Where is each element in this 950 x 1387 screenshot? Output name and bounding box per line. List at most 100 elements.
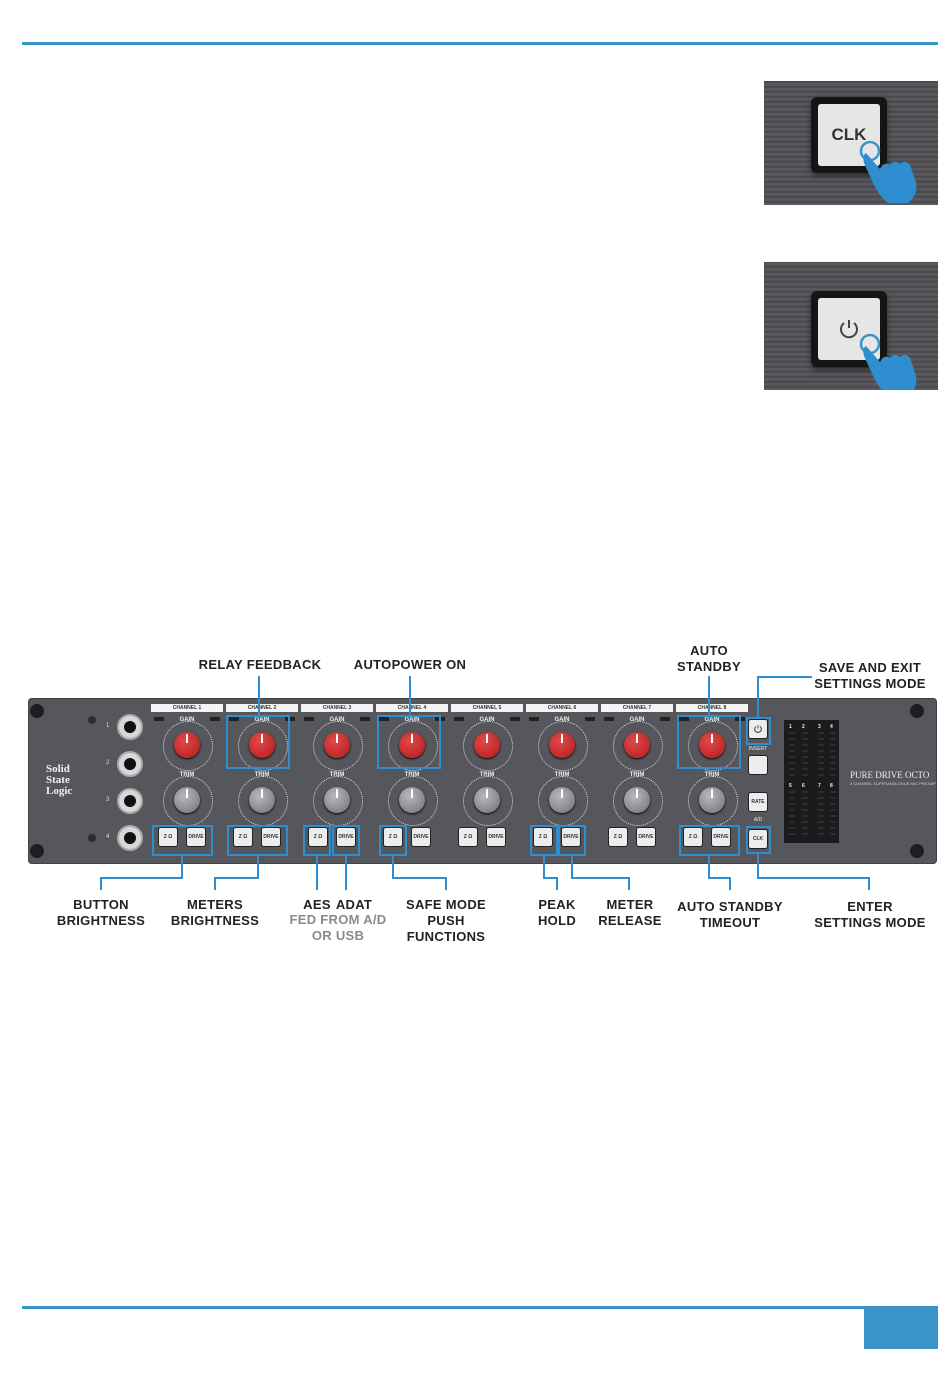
channel-label: CHANNEL 8 bbox=[676, 704, 748, 712]
jack-number: 1 bbox=[106, 723, 110, 729]
meter-segment bbox=[830, 791, 836, 793]
gain-knob[interactable] bbox=[174, 732, 200, 758]
power-button-photo bbox=[764, 262, 938, 390]
power-button-bezel bbox=[811, 291, 887, 367]
trim-knob[interactable] bbox=[549, 787, 575, 813]
channel-led bbox=[360, 717, 370, 721]
meter-segment bbox=[802, 809, 808, 811]
trim-knob[interactable] bbox=[249, 787, 275, 813]
rack-screw bbox=[910, 704, 924, 718]
auto-standby-highlight bbox=[677, 715, 741, 769]
gain-knob[interactable] bbox=[624, 732, 650, 758]
meter-segment bbox=[830, 821, 836, 823]
gain-knob[interactable] bbox=[474, 732, 500, 758]
enter-settings-label: ENTER SETTINGS MODE bbox=[814, 899, 926, 930]
meter-segment bbox=[818, 809, 824, 811]
channel-led bbox=[660, 717, 670, 721]
z-button[interactable]: Z Ω bbox=[384, 828, 402, 846]
z-button[interactable]: Z Ω bbox=[159, 828, 177, 846]
gain-knob[interactable] bbox=[399, 732, 425, 758]
ssl-brand: Solid State Logic bbox=[46, 764, 72, 797]
drive-button[interactable]: DRIVE bbox=[262, 828, 280, 846]
trim-knob[interactable] bbox=[699, 787, 725, 813]
meter-number: 1 bbox=[789, 724, 792, 730]
channel-led bbox=[154, 717, 164, 721]
brand-line: Solid bbox=[46, 763, 70, 775]
meter-segment bbox=[802, 768, 808, 770]
meter-segment bbox=[789, 774, 795, 776]
gain-label: GAIN bbox=[329, 717, 345, 723]
peak-hold-highlight bbox=[530, 825, 558, 856]
meter-segment bbox=[818, 803, 824, 805]
meters-brightness-highlight bbox=[227, 825, 288, 856]
gain-scale bbox=[688, 721, 738, 771]
gain-knob[interactable] bbox=[549, 732, 575, 758]
channel-label: CHANNEL 7 bbox=[601, 704, 673, 712]
trim-knob[interactable] bbox=[624, 787, 650, 813]
relay-feedback-label: RELAY FEEDBACK bbox=[198, 657, 322, 672]
z-button[interactable]: Z Ω bbox=[234, 828, 252, 846]
meter-segment bbox=[802, 750, 808, 752]
meter-segment bbox=[830, 774, 836, 776]
gain-knob[interactable] bbox=[249, 732, 275, 758]
save-exit-label: SAVE AND EXIT SETTINGS MODE bbox=[814, 660, 926, 691]
meter-segment bbox=[818, 768, 824, 770]
page-number-tab bbox=[864, 1309, 938, 1349]
meter-segment bbox=[830, 797, 836, 799]
mount-hole bbox=[88, 834, 96, 842]
z-button[interactable]: Z Ω bbox=[459, 828, 477, 846]
gain-label: GAIN bbox=[704, 717, 720, 723]
trim-label: TRIM bbox=[179, 772, 195, 778]
channel-label: CHANNEL 5 bbox=[451, 704, 523, 712]
input-jack bbox=[117, 751, 143, 777]
drive-button[interactable]: DRIVE bbox=[637, 828, 655, 846]
z-button[interactable]: Z Ω bbox=[534, 828, 552, 846]
meter-segment bbox=[818, 774, 824, 776]
drive-button[interactable]: DRIVE bbox=[187, 828, 205, 846]
meter-segment bbox=[789, 821, 795, 823]
trim-knob[interactable] bbox=[324, 787, 350, 813]
z-button[interactable]: Z Ω bbox=[609, 828, 627, 846]
trim-scale bbox=[613, 776, 663, 826]
z-button[interactable]: Z Ω bbox=[309, 828, 327, 846]
meter-segment bbox=[802, 797, 808, 799]
drive-button[interactable]: DRIVE bbox=[487, 828, 505, 846]
trim-scale bbox=[463, 776, 513, 826]
z-button[interactable]: Z Ω bbox=[684, 828, 702, 846]
meter-segment bbox=[802, 827, 808, 829]
autopower-on-label: AUTOPOWER ON bbox=[353, 657, 467, 672]
trim-knob[interactable] bbox=[474, 787, 500, 813]
drive-button[interactable]: DRIVE bbox=[337, 828, 355, 846]
safe-mode-label: SAFE MODE PUSH FUNCTIONS bbox=[406, 897, 486, 944]
meter-segment bbox=[830, 833, 836, 835]
gain-knob[interactable] bbox=[324, 732, 350, 758]
brand-line: State bbox=[46, 774, 70, 786]
gain-knob[interactable] bbox=[699, 732, 725, 758]
meter-segment bbox=[830, 768, 836, 770]
clk-button[interactable]: CLK bbox=[749, 830, 767, 848]
meter-segment bbox=[818, 738, 824, 740]
drive-button[interactable]: DRIVE bbox=[562, 828, 580, 846]
drive-button[interactable]: DRIVE bbox=[412, 828, 430, 846]
product-logo: PURE DRIVE OCTO 8 CHANNEL SUPERANALOGUE … bbox=[850, 770, 936, 786]
jack-number: 2 bbox=[106, 760, 110, 766]
meter-segment bbox=[830, 827, 836, 829]
meter-segment bbox=[818, 762, 824, 764]
trim-knob[interactable] bbox=[174, 787, 200, 813]
insert-button[interactable] bbox=[749, 756, 767, 774]
fed-from-label: FED FROM A/D OR USB bbox=[289, 912, 387, 943]
trim-knob[interactable] bbox=[399, 787, 425, 813]
auto-standby-timeout-label: AUTO STANDBY TIMEOUT bbox=[677, 899, 783, 930]
rate-button[interactable]: RATE bbox=[749, 793, 767, 811]
drive-button[interactable]: DRIVE bbox=[712, 828, 730, 846]
channel-led bbox=[454, 717, 464, 721]
power-button-face bbox=[818, 298, 880, 360]
power-button[interactable] bbox=[749, 720, 767, 738]
meter-segment bbox=[830, 809, 836, 811]
